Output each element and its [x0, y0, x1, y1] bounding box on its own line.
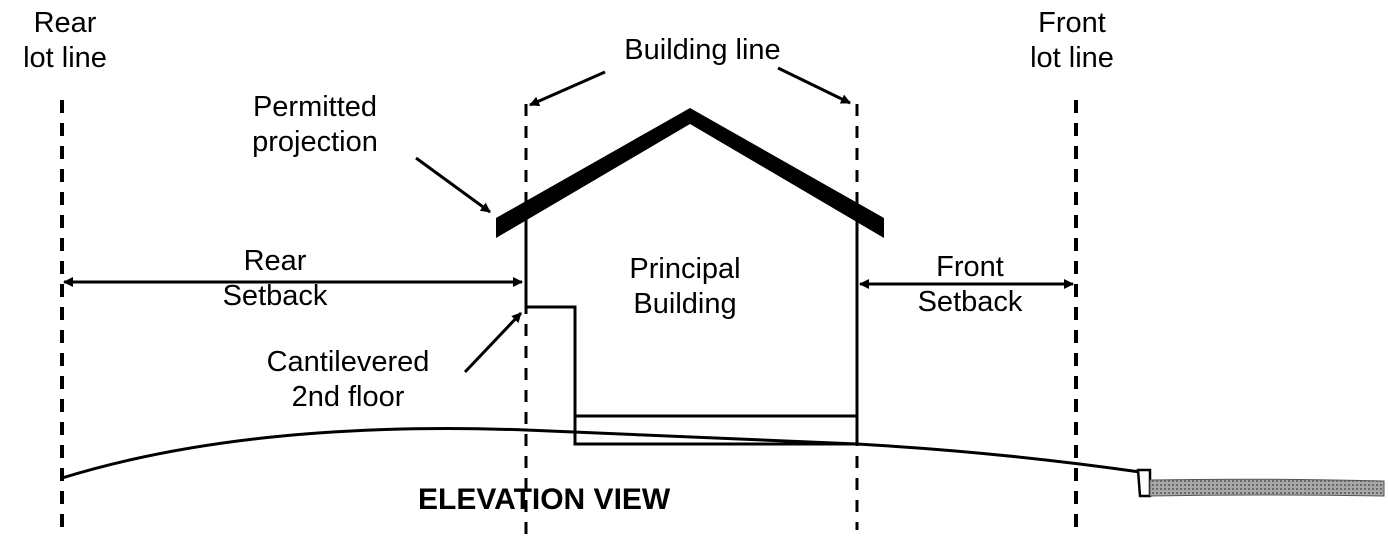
rear-setback-label-line1: Rear [243, 245, 307, 277]
front-setback-label-line1: Front [936, 251, 1004, 283]
rear-lot-line-label-line1: Rear [33, 7, 97, 39]
building-line-arrow-right [777, 66, 851, 105]
roof [496, 108, 884, 238]
front-lot-line-label-line1: Front [1038, 7, 1106, 39]
front-setback-label-line2: Setback [917, 286, 1023, 318]
curb [1136, 468, 1152, 498]
cantilever-arrow [463, 311, 523, 374]
building-line-label: Building line [624, 34, 781, 66]
principal-building-label-line2: Building [633, 288, 737, 320]
front-lot-line-label: Front lot line [1012, 6, 1132, 76]
rear-lot-line-label: Rear lot line [10, 6, 120, 76]
front-lot-line-label-line2: lot line [1030, 42, 1114, 74]
building-line-arrow-left [529, 70, 606, 107]
principal-building-label-line1: Principal [629, 253, 741, 285]
permitted-projection-label-line2: projection [252, 126, 378, 158]
cantilevered-label: Cantilevered 2nd floor [238, 345, 458, 415]
cantilevered-label-line2: 2nd floor [291, 381, 405, 413]
elevation-view-title: ELEVATION VIEW [418, 483, 671, 516]
front-setback-label: Front Setback [895, 250, 1045, 320]
rear-setback-label: Rear Setback [200, 244, 350, 314]
ground-line [61, 427, 1141, 480]
cantilevered-label-line1: Cantilevered [266, 346, 430, 378]
rear-lot-line-label-line2: lot line [23, 42, 107, 74]
rear-setback-label-line2: Setback [222, 280, 328, 312]
cantilever-outline [526, 305, 857, 446]
permitted-projection-label: Permitted projection [230, 90, 400, 160]
principal-building-label: Principal Building [600, 252, 770, 322]
permitted-projection-label-line1: Permitted [252, 91, 378, 123]
projection-arrow [415, 156, 491, 214]
street-surface [1149, 478, 1385, 497]
